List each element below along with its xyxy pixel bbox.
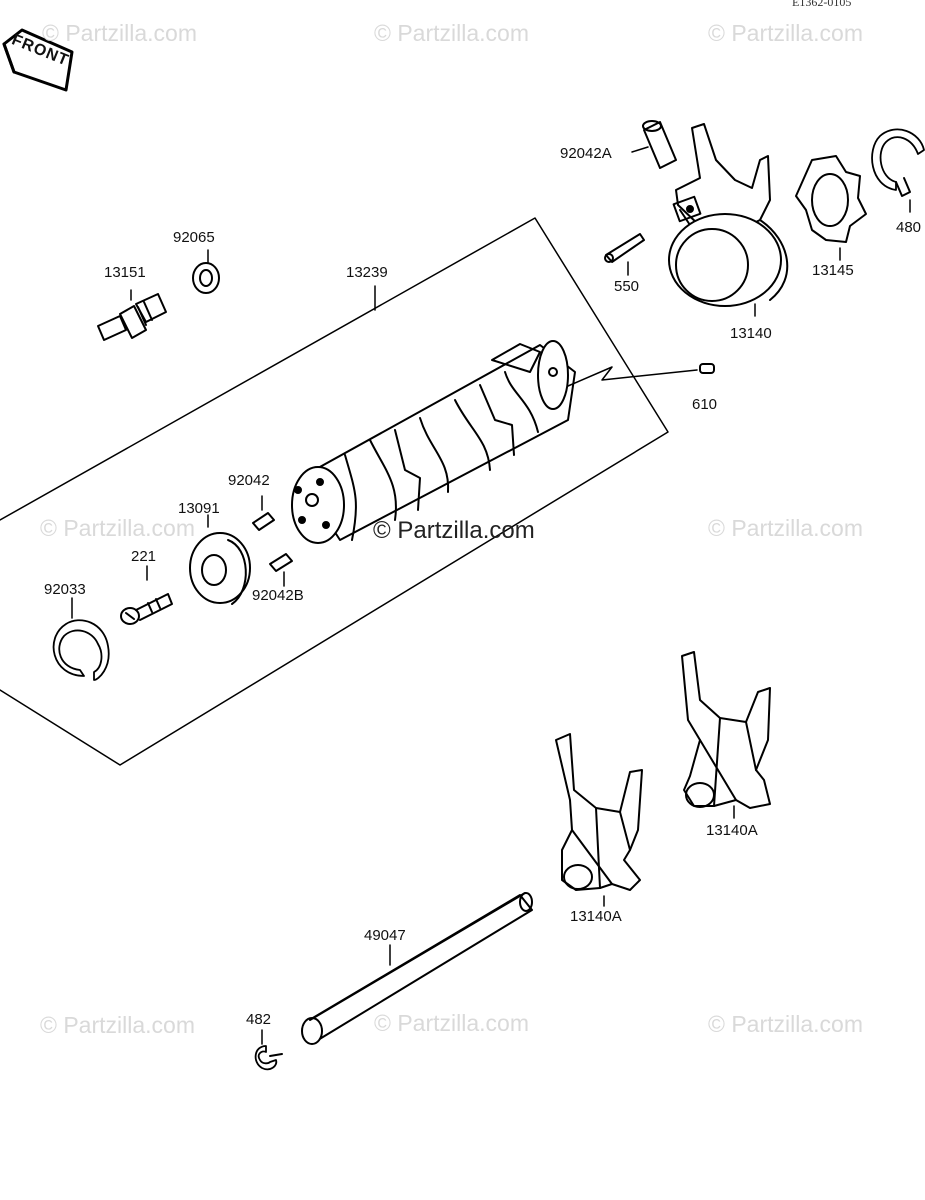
watermark-center: © Partzilla.com bbox=[373, 517, 535, 544]
part-92033-icon bbox=[52, 619, 110, 681]
callout-92042A[interactable]: 92042A bbox=[560, 145, 612, 162]
callout-13239[interactable]: 13239 bbox=[346, 264, 388, 281]
diagram-reference-code: E1362-0105 bbox=[792, 0, 852, 9]
part-13151-icon bbox=[97, 293, 167, 341]
part-13091-icon bbox=[189, 532, 251, 605]
callout-49047[interactable]: 49047 bbox=[364, 927, 406, 944]
callout-13145[interactable]: 13145 bbox=[812, 262, 854, 279]
callout-480[interactable]: 480 bbox=[896, 219, 922, 236]
callout-550[interactable]: 550 bbox=[614, 278, 640, 295]
part-13145-icon bbox=[795, 155, 867, 243]
part-13140-icon bbox=[668, 123, 789, 307]
part-610-icon bbox=[699, 363, 715, 374]
watermark: © Partzilla.com bbox=[708, 20, 863, 46]
callout-482[interactable]: 482 bbox=[246, 1011, 272, 1028]
part-92042A-icon bbox=[642, 120, 677, 169]
part-49047-icon bbox=[301, 892, 533, 1045]
callout-92042B[interactable]: 92042B bbox=[252, 587, 304, 604]
part-221-icon bbox=[120, 593, 173, 625]
part-92042-icon bbox=[252, 512, 275, 531]
part-550-icon bbox=[604, 233, 645, 263]
part-13140A-left-icon bbox=[555, 733, 643, 891]
watermark: © Partzilla.com bbox=[40, 1012, 195, 1038]
callout-92065[interactable]: 92065 bbox=[173, 229, 215, 246]
callout-610[interactable]: 610 bbox=[692, 396, 718, 413]
part-480-icon bbox=[871, 128, 925, 197]
callout-13091[interactable]: 13091 bbox=[178, 500, 220, 517]
watermark: © Partzilla.com bbox=[708, 1011, 863, 1037]
callout-13140A-right[interactable]: 13140A bbox=[706, 822, 758, 839]
watermark: © Partzilla.com bbox=[708, 515, 863, 541]
callout-13151[interactable]: 13151 bbox=[104, 264, 146, 281]
callout-221[interactable]: 221 bbox=[131, 548, 157, 565]
front-arrow-icon bbox=[2, 28, 74, 92]
callout-13140A-left[interactable]: 13140A bbox=[570, 908, 622, 925]
watermark: © Partzilla.com bbox=[374, 1010, 529, 1036]
assembly-outline bbox=[0, 217, 669, 766]
callout-92042[interactable]: 92042 bbox=[228, 472, 270, 489]
watermark: © Partzilla.com bbox=[42, 20, 197, 46]
callout-13140[interactable]: 13140 bbox=[730, 325, 772, 342]
callout-92033[interactable]: 92033 bbox=[44, 581, 86, 598]
part-92042B-icon bbox=[269, 553, 293, 572]
watermark: © Partzilla.com bbox=[374, 20, 529, 46]
part-92065-icon bbox=[192, 262, 220, 294]
watermark: © Partzilla.com bbox=[40, 515, 195, 541]
shift-drum-icon bbox=[291, 340, 576, 544]
part-482-icon bbox=[254, 1045, 283, 1071]
part-13140A-right-icon bbox=[681, 651, 771, 809]
